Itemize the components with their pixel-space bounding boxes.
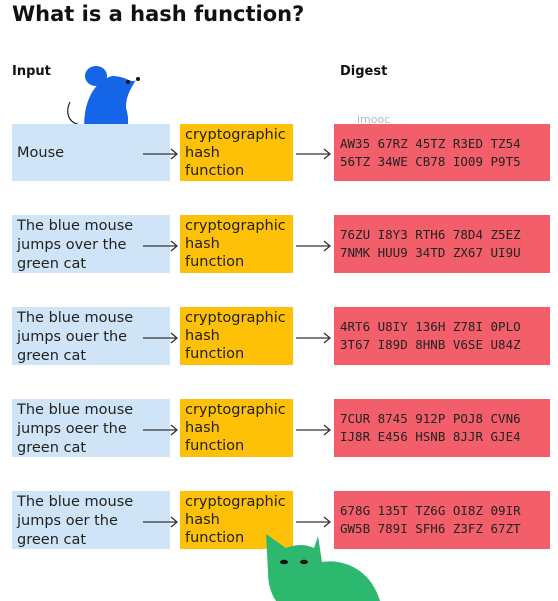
arrow-icon — [143, 332, 179, 344]
digest-line: 7NMK HUU9 34TD ZX67 UI9U — [340, 245, 521, 260]
arrow-icon — [296, 148, 332, 160]
digest-line: 3T67 I89D 8HNB V6SE U84Z — [340, 337, 521, 352]
digest-box: 4RT6 U8IY 136H Z78I 0PLO 3T67 I89D 8HNB … — [334, 307, 550, 365]
input-text-box: The blue mouse jumps oer the green cat — [12, 491, 170, 549]
digest-line: 76ZU I8Y3 RTH6 78D4 Z5EZ — [340, 227, 521, 242]
arrow-icon — [143, 240, 179, 252]
diagram-title: What is a hash function? — [12, 2, 305, 26]
digest-column-header: Digest — [340, 64, 388, 79]
hash-function-box: cryptographic hash function — [180, 491, 293, 549]
hash-function-box: cryptographic hash function — [180, 215, 293, 273]
digest-line: GW5B 789I SFH6 Z3FZ 67ZT — [340, 521, 521, 536]
watermark: imooc — [357, 113, 391, 126]
input-text-box: Mouse — [12, 124, 170, 181]
arrow-icon — [143, 424, 179, 436]
input-column-header: Input — [12, 64, 51, 79]
hash-function-box: cryptographic hash function — [180, 124, 293, 181]
cat-illustration — [266, 534, 380, 601]
input-text-box: The blue mouse jumps oeer the green cat — [12, 399, 170, 457]
digest-line: AW35 67RZ 45TZ R3ED TZ54 — [340, 135, 521, 151]
digest-box: 678G 135T TZ6G OI8Z 09IR GW5B 789I SFH6 … — [334, 491, 550, 549]
digest-line: IJ8R E456 HSNB 8JJR GJE4 — [340, 429, 521, 444]
hash-function-box: cryptographic hash function — [180, 307, 293, 365]
arrow-icon — [296, 332, 332, 344]
digest-line: 56TZ 34WE CB78 IO09 P9T5 — [340, 153, 521, 169]
input-text-box: The blue mouse jumps ouer the green cat — [12, 307, 170, 365]
arrow-icon — [296, 424, 332, 436]
digest-line: 678G 135T TZ6G OI8Z 09IR — [340, 503, 521, 518]
arrow-icon — [296, 240, 332, 252]
digest-line: 4RT6 U8IY 136H Z78I 0PLO — [340, 319, 521, 334]
digest-line: 7CUR 8745 912P POJ8 CVN6 — [340, 411, 521, 426]
input-text-box: The blue mouse jumps over the green cat — [12, 215, 170, 273]
digest-box: 76ZU I8Y3 RTH6 78D4 Z5EZ 7NMK HUU9 34TD … — [334, 215, 550, 273]
digest-box: 7CUR 8745 912P POJ8 CVN6 IJ8R E456 HSNB … — [334, 399, 550, 457]
arrow-icon — [143, 516, 179, 528]
hash-function-box: cryptographic hash function — [180, 399, 293, 457]
digest-box: AW35 67RZ 45TZ R3ED TZ54 56TZ 34WE CB78 … — [334, 124, 550, 181]
arrow-icon — [143, 148, 179, 160]
arrow-icon — [296, 516, 332, 528]
